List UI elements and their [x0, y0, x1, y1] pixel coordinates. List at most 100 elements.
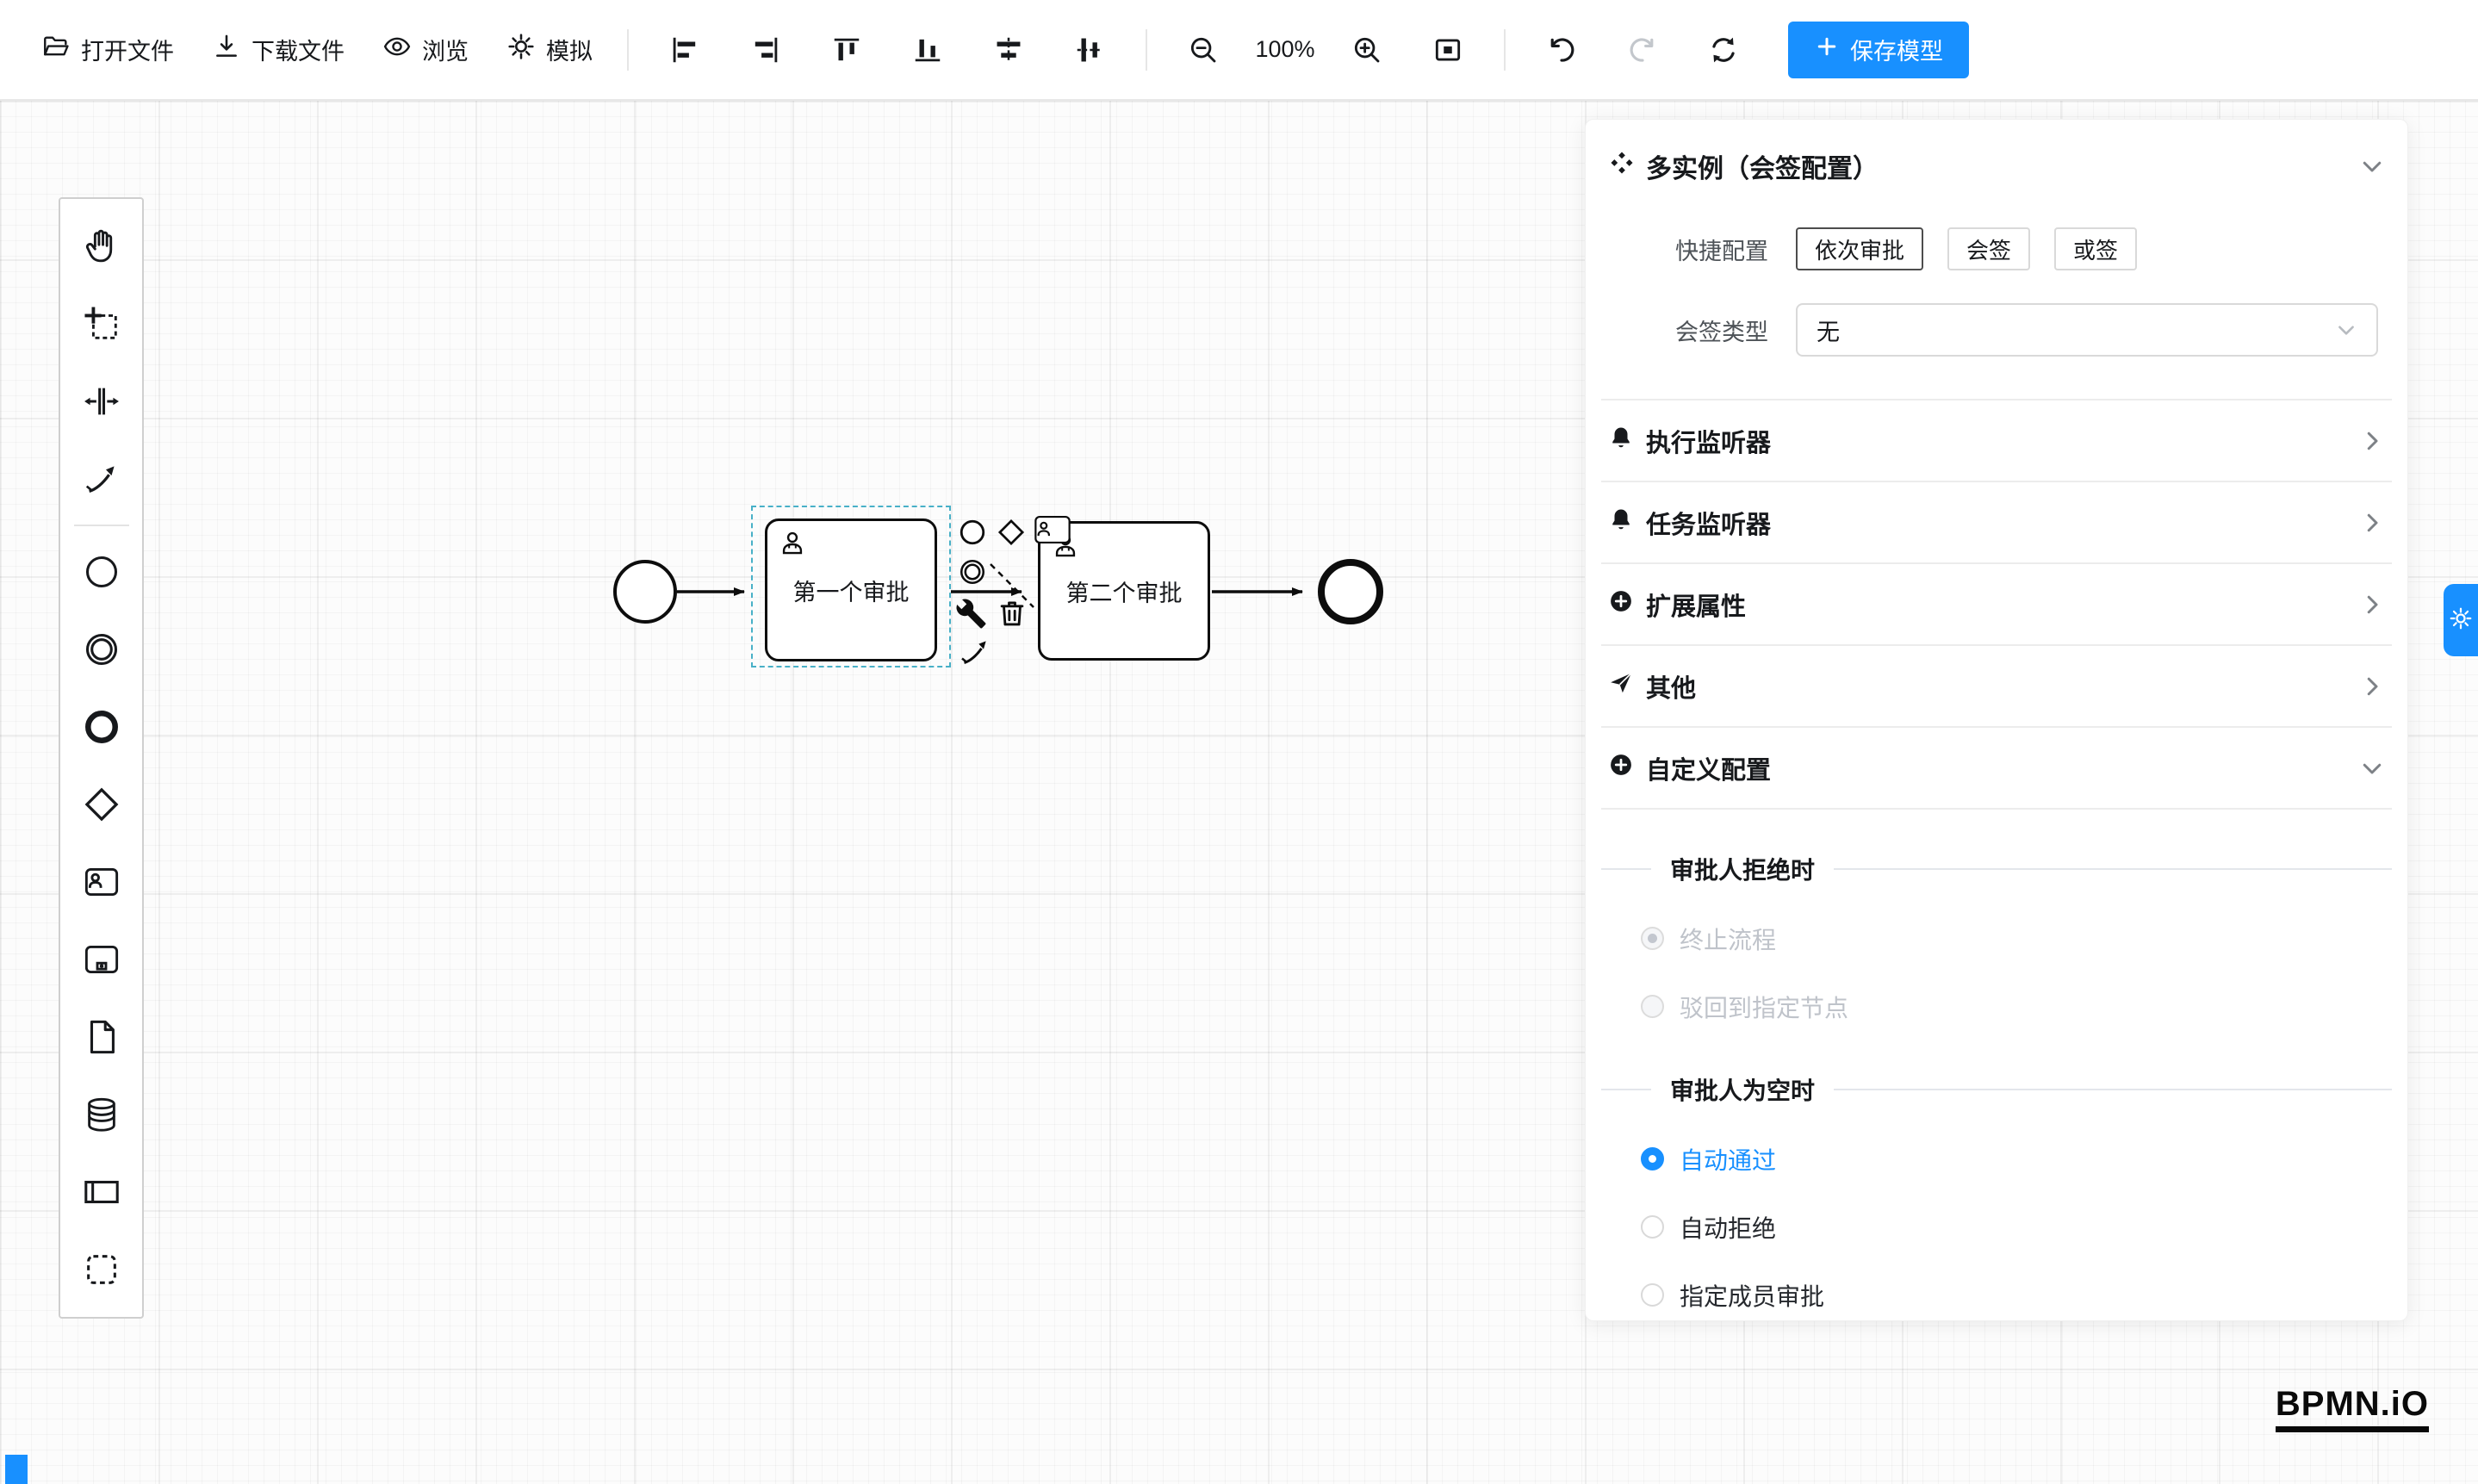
panel-title: 多实例（会签配置） [1646, 155, 1879, 183]
download-file-button[interactable]: 下载文件 [193, 19, 363, 81]
sign-type-select[interactable]: 无 [1796, 303, 2378, 357]
download-icon [212, 32, 241, 67]
fit-viewport-button[interactable] [1414, 22, 1481, 78]
quick-option-countersign[interactable]: 会签 [1947, 227, 2031, 270]
lasso-tool-button[interactable] [60, 285, 142, 363]
align-left-button[interactable] [651, 22, 718, 78]
task-second-approval[interactable]: 第二个审批 [1038, 521, 1210, 661]
radio-return-to-node[interactable]: 驳回到指定节点 [1601, 972, 2392, 1040]
align-top-button[interactable] [813, 22, 880, 78]
plus-icon [1814, 34, 1840, 65]
save-model-button[interactable]: 保存模型 [1788, 21, 1969, 78]
simulate-label: 模拟 [546, 39, 593, 65]
wrench-icon[interactable] [954, 597, 987, 630]
data-object-button[interactable] [60, 998, 142, 1076]
connect-tool-icon[interactable] [958, 635, 992, 669]
chevron-right-icon [2359, 428, 2385, 454]
preview-button[interactable]: 浏览 [363, 19, 488, 81]
section-task-listener[interactable]: 任务监听器 [1601, 482, 2392, 564]
preview-label: 浏览 [422, 39, 469, 65]
subprocess-button[interactable] [60, 921, 142, 998]
section-extended-properties[interactable]: 扩展属性 [1601, 564, 2392, 646]
section-other[interactable]: 其他 [1601, 646, 2392, 728]
save-model-label: 保存模型 [1850, 39, 1943, 65]
reject-options: 终止流程 驳回到指定节点 [1601, 904, 2392, 1040]
radio-assign-member[interactable]: 指定成员审批 [1601, 1261, 2392, 1320]
quick-option-orsign[interactable]: 或签 [2054, 227, 2138, 270]
section-label: 自定义配置 [1646, 756, 1772, 785]
toolbar: 打开文件 下载文件 浏览 模拟 100% 保存模型 [0, 0, 2478, 101]
task-label: 第一个审批 [792, 579, 910, 605]
user-task-icon [778, 528, 807, 557]
task-label: 第二个审批 [1065, 580, 1183, 606]
sign-type-value: 无 [1817, 319, 1840, 345]
panel-header[interactable]: 多实例（会签配置） [1601, 120, 2392, 202]
toolbar-divider [1504, 28, 1506, 71]
simulate-button[interactable]: 模拟 [488, 19, 612, 81]
empty-divider-title: 审批人为空时 [1670, 1077, 1816, 1104]
global-connect-tool-button[interactable] [60, 440, 142, 518]
diagram-layer [613, 559, 1383, 624]
end-event-button[interactable] [60, 688, 142, 766]
quick-option-sequential[interactable]: 依次审批 [1796, 227, 1924, 270]
append-intermediate-event-icon[interactable] [958, 557, 987, 587]
refresh-button[interactable] [1690, 22, 1757, 78]
plus-circle-icon [1608, 588, 1634, 621]
sign-type-label: 会签类型 [1675, 319, 1768, 345]
intermediate-event-button[interactable] [60, 611, 142, 688]
settings-drawer-toggle[interactable] [2444, 584, 2478, 656]
start-event-shape [613, 560, 677, 624]
participant-pool-button[interactable] [60, 1153, 142, 1231]
section-custom-config[interactable]: 自定义配置 [1601, 728, 2392, 810]
append-user-task-icon[interactable] [1034, 514, 1071, 545]
section-label: 扩展属性 [1646, 593, 1747, 621]
chevron-right-icon [2359, 674, 2385, 699]
open-file-label: 打开文件 [81, 39, 174, 65]
multi-instance-icon [1608, 149, 1636, 183]
empty-divider: 审批人为空时 [1601, 1075, 2392, 1104]
bell-icon [1608, 425, 1634, 457]
open-file-button[interactable]: 打开文件 [22, 19, 193, 81]
corner-badge [5, 1455, 28, 1484]
append-end-event-icon[interactable] [958, 518, 987, 547]
append-gateway-icon[interactable] [996, 517, 1027, 548]
reject-divider: 审批人拒绝时 [1601, 854, 2392, 884]
radio-auto-reject[interactable]: 自动拒绝 [1601, 1193, 2392, 1261]
group-button[interactable] [60, 1231, 142, 1308]
chevron-down-icon[interactable] [2359, 153, 2385, 179]
data-store-button[interactable] [60, 1076, 142, 1153]
user-task-button[interactable] [60, 843, 142, 921]
radio-auto-pass[interactable]: 自动通过 [1601, 1125, 2392, 1193]
chevron-right-icon [2359, 510, 2385, 536]
chevron-down-icon [2359, 755, 2385, 781]
task-first-approval[interactable]: 第一个审批 [765, 518, 937, 661]
section-label: 其他 [1646, 674, 1697, 703]
send-icon [1608, 670, 1634, 703]
download-file-label: 下载文件 [252, 39, 345, 65]
align-bottom-button[interactable] [894, 22, 961, 78]
zoom-in-button[interactable] [1333, 22, 1400, 78]
redo-button[interactable] [1609, 22, 1676, 78]
radio-terminate-process[interactable]: 终止流程 [1601, 904, 2392, 972]
gateway-button[interactable] [60, 766, 142, 843]
radio-icon [1641, 1215, 1664, 1239]
panel-sections: 执行监听器 任务监听器 扩展属性 [1601, 399, 2392, 810]
section-execution-listener[interactable]: 执行监听器 [1601, 400, 2392, 482]
align-right-button[interactable] [732, 22, 799, 78]
start-event-button[interactable] [60, 533, 142, 611]
quick-config-label: 快捷配置 [1675, 238, 1768, 264]
trash-icon[interactable] [996, 597, 1028, 630]
bpmn-io-logo: BPMN.iO [2275, 1385, 2429, 1432]
undo-button[interactable] [1528, 22, 1595, 78]
bpmn-canvas[interactable]: 第一个审批 第二个审批 多实例（会签配置） 快捷配置 依次审批 会签 或签 会签… [0, 101, 2478, 1484]
radio-icon [1641, 1283, 1664, 1307]
radio-icon [1641, 1147, 1664, 1170]
align-middle-button[interactable] [1056, 22, 1123, 78]
plus-circle-icon [1608, 752, 1634, 785]
reject-divider-title: 审批人拒绝时 [1670, 857, 1816, 884]
align-center-button[interactable] [975, 22, 1042, 78]
zoom-out-button[interactable] [1170, 22, 1237, 78]
hand-tool-button[interactable] [60, 208, 142, 285]
gear-icon [2448, 605, 2474, 636]
space-tool-button[interactable] [60, 363, 142, 440]
